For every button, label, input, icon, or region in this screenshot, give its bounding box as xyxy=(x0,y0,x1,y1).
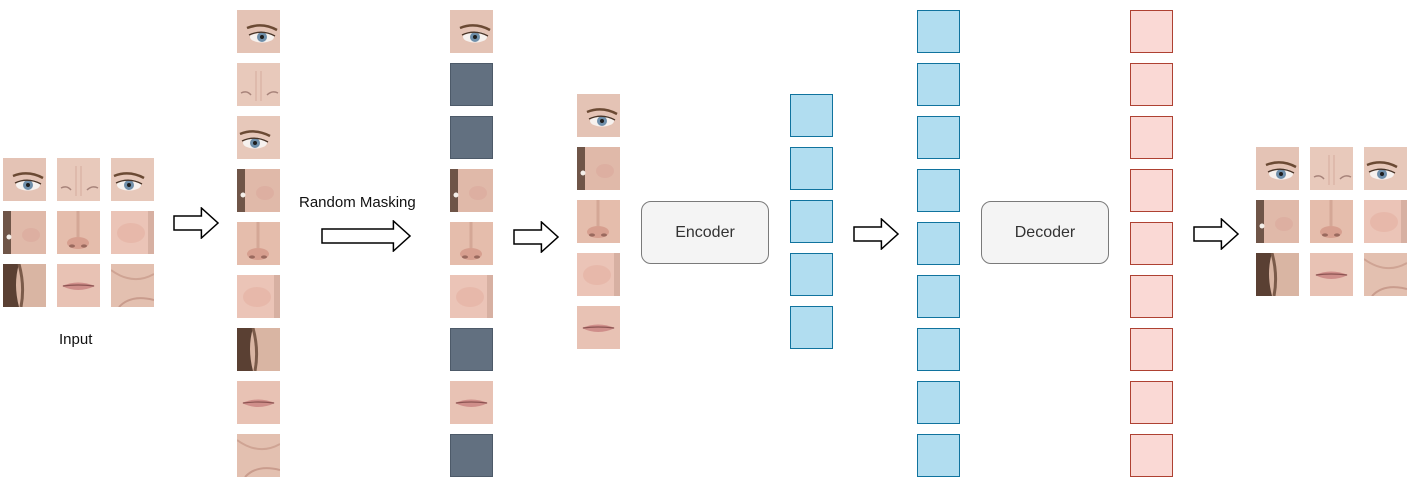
decoded-token xyxy=(1130,434,1173,477)
output-patch xyxy=(1310,200,1353,243)
arrow-2 xyxy=(513,221,559,253)
input-patch xyxy=(3,158,46,201)
output-patch xyxy=(1256,147,1299,190)
encoded-token xyxy=(790,200,833,243)
visible-patch xyxy=(577,147,620,190)
full-token xyxy=(917,434,960,477)
masked-patch xyxy=(450,116,493,159)
input-patch xyxy=(57,158,100,201)
output-patch xyxy=(1256,200,1299,243)
encoded-token xyxy=(790,147,833,190)
output-patch xyxy=(1364,200,1407,243)
random-masking-label: Random Masking xyxy=(299,194,416,211)
sequence-patch xyxy=(237,222,280,265)
visible-patch xyxy=(577,306,620,349)
output-patch xyxy=(1364,147,1407,190)
decoded-token xyxy=(1130,222,1173,265)
input-patch xyxy=(111,158,154,201)
masked-patch xyxy=(450,434,493,477)
decoded-token xyxy=(1130,116,1173,159)
input-patch xyxy=(111,211,154,254)
full-token xyxy=(917,10,960,53)
arrow-random-masking xyxy=(321,220,411,252)
output-patch xyxy=(1364,253,1407,296)
visible-patch xyxy=(577,200,620,243)
decoded-token xyxy=(1130,328,1173,371)
masked-patch xyxy=(450,63,493,106)
unmasked-patch xyxy=(450,10,493,53)
full-token xyxy=(917,328,960,371)
arrow-1 xyxy=(173,207,219,239)
unmasked-patch xyxy=(450,169,493,212)
visible-patch xyxy=(577,253,620,296)
encoder-box: Encoder xyxy=(641,201,769,264)
full-token xyxy=(917,222,960,265)
full-token xyxy=(917,169,960,212)
encoded-token xyxy=(790,306,833,349)
decoded-token xyxy=(1130,381,1173,424)
input-label: Input xyxy=(59,331,93,348)
output-patch xyxy=(1310,253,1353,296)
output-patch xyxy=(1310,147,1353,190)
decoded-token xyxy=(1130,10,1173,53)
sequence-patch xyxy=(237,63,280,106)
decoder-box: Decoder xyxy=(981,201,1109,264)
input-patch xyxy=(57,211,100,254)
encoded-token xyxy=(790,94,833,137)
input-patch xyxy=(3,264,46,307)
visible-patch xyxy=(577,94,620,137)
decoded-token xyxy=(1130,169,1173,212)
full-token xyxy=(917,63,960,106)
decoded-token xyxy=(1130,63,1173,106)
output-patch xyxy=(1256,253,1299,296)
unmasked-patch xyxy=(450,275,493,318)
input-patch xyxy=(3,211,46,254)
arrow-4 xyxy=(1193,218,1239,250)
full-token xyxy=(917,275,960,318)
input-patch xyxy=(111,264,154,307)
sequence-patch xyxy=(237,275,280,318)
unmasked-patch xyxy=(450,222,493,265)
sequence-patch xyxy=(237,381,280,424)
sequence-patch xyxy=(237,10,280,53)
sequence-patch xyxy=(237,434,280,477)
sequence-patch xyxy=(237,328,280,371)
unmasked-patch xyxy=(450,381,493,424)
sequence-patch xyxy=(237,116,280,159)
sequence-patch xyxy=(237,169,280,212)
full-token xyxy=(917,381,960,424)
masked-patch xyxy=(450,328,493,371)
decoded-token xyxy=(1130,275,1173,318)
arrow-3 xyxy=(853,218,899,250)
input-patch xyxy=(57,264,100,307)
encoded-token xyxy=(790,253,833,296)
full-token xyxy=(917,116,960,159)
